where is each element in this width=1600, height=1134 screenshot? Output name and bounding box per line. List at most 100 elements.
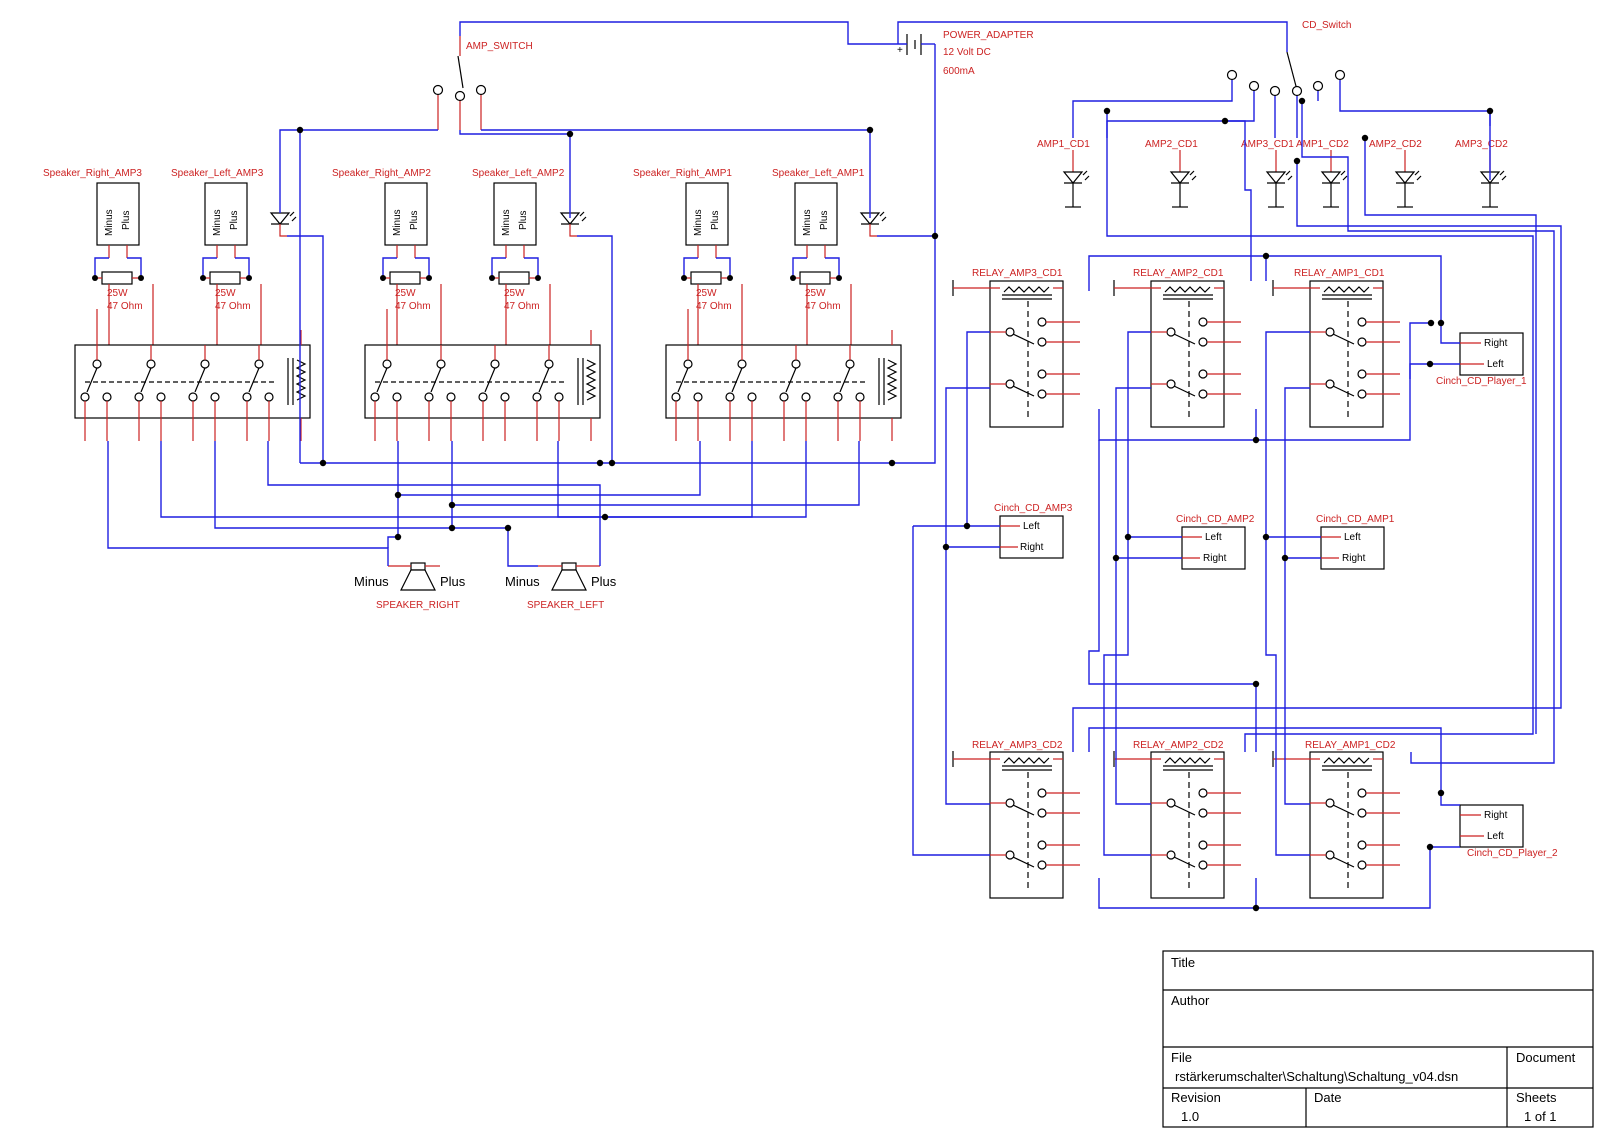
amp-switch-label: AMP_SWITCH xyxy=(466,41,533,52)
terminal-minus-label: Minus xyxy=(212,209,223,236)
cd-switch-label: CD_Switch xyxy=(1302,20,1351,31)
speaker-left-amp1-label: Speaker_Left_AMP1 xyxy=(772,168,865,179)
junction-dot xyxy=(1298,97,1306,105)
resistor-value-label: 47 Ohm xyxy=(395,301,431,312)
relay-labels: RELAY_AMP3_CD1 RELAY_AMP2_CD1 RELAY_AMP1… xyxy=(972,268,1396,751)
cinch-player2-label: Cinch_CD_Player_2 xyxy=(1467,848,1558,859)
junction-dot xyxy=(319,459,327,467)
resistor-value-label: 47 Ohm xyxy=(696,301,732,312)
cinch-amp2-left: Left xyxy=(1205,532,1222,543)
cinch-cd-amp3: Cinch_CD_AMP3 Left Right xyxy=(994,503,1073,559)
speaker-left-amp2-label: Speaker_Left_AMP2 xyxy=(472,168,565,179)
file-label: File xyxy=(1171,1050,1192,1065)
resistor-value-label: 47 Ohm xyxy=(215,301,251,312)
relay-amp2-cd2 xyxy=(1113,751,1241,899)
amp-speaker-blocks: Minus Plus 25W 47 Ohm Minus Plus 25W 47 Ohm Minu… xyxy=(74,182,902,441)
resistor-power-label: 25W xyxy=(696,288,717,299)
amp3-cd2-label: AMP3_CD2 xyxy=(1455,139,1508,150)
junction-dot xyxy=(1426,843,1434,851)
junction-dot xyxy=(1252,680,1260,688)
relay-amp3-cd1 xyxy=(952,280,1080,428)
speaker-right-amp3-label: Speaker_Right_AMP3 xyxy=(43,168,142,179)
resistor-power-label: 25W xyxy=(107,288,128,299)
amp-relay-board-amp2 xyxy=(364,309,601,441)
terminal-plus-label: Plus xyxy=(229,211,240,230)
cd-led-3 xyxy=(1265,150,1293,208)
cd-led-2 xyxy=(1169,150,1197,208)
cd-switch: CD_Switch xyxy=(1226,20,1351,97)
junction-dot xyxy=(931,232,939,240)
cinch-amp1-left: Left xyxy=(1344,532,1361,543)
speaker-right-label: SPEAKER_RIGHT xyxy=(376,600,460,611)
terminal-minus-label: Minus xyxy=(392,209,403,236)
svg-text:+: + xyxy=(897,45,903,56)
junction-dot xyxy=(1426,360,1434,368)
resistor-value-label: 47 Ohm xyxy=(107,301,143,312)
amp-led-amp2 xyxy=(559,211,587,237)
speaker-right-amp1-label: Speaker_Right_AMP1 xyxy=(633,168,732,179)
cinch-amp3-right: Right xyxy=(1020,542,1044,553)
amp1-cd2-label: AMP1_CD2 xyxy=(1296,139,1349,150)
resistor-power-label: 25W xyxy=(805,288,826,299)
relay-amp2-cd1 xyxy=(1113,280,1241,428)
speaker-right-amp2-label: Speaker_Right_AMP2 xyxy=(332,168,431,179)
junction-dot xyxy=(566,130,574,138)
speaker-left-amp3-label: Speaker_Left_AMP3 xyxy=(171,168,264,179)
cinch-amp2-right: Right xyxy=(1203,553,1227,564)
terminal-plus-label: Plus xyxy=(518,211,529,230)
cinch-player2-left: Left xyxy=(1487,831,1504,842)
cinch-amp3-left: Left xyxy=(1023,521,1040,532)
speaker-right-plus: Plus xyxy=(440,574,466,589)
cinch-player1-left: Left xyxy=(1487,359,1504,370)
cinch-cd-amp1: Cinch_CD_AMP1 Left Right xyxy=(1316,514,1395,570)
junction-dot xyxy=(1486,107,1494,115)
power-current-label: 600mA xyxy=(943,66,975,77)
resistor-value-label: 47 Ohm xyxy=(805,301,841,312)
title-block: Title Author File rstärkerumschalter\Sch… xyxy=(1162,950,1594,1128)
terminal-minus-label: Minus xyxy=(693,209,704,236)
speaker-right-minus: Minus xyxy=(354,574,389,589)
junction-dot xyxy=(1252,904,1260,912)
terminal-plus-label: Plus xyxy=(819,211,830,230)
junction-dot xyxy=(1262,252,1270,260)
junction-dot xyxy=(608,459,616,467)
cinch-cd-player-2: Right Left Cinch_CD_Player_2 xyxy=(1459,804,1558,859)
power-voltage-label: 12 Volt DC xyxy=(943,47,991,58)
junction-dot xyxy=(1437,789,1445,797)
relay-amp3-cd2-label: RELAY_AMP3_CD2 xyxy=(972,740,1063,751)
junction-dot xyxy=(1124,533,1132,541)
relay-amp2-cd1-label: RELAY_AMP2_CD1 xyxy=(1133,268,1224,279)
junction-dot xyxy=(942,543,950,551)
cinch-amp1-label: Cinch_CD_AMP1 xyxy=(1316,514,1395,525)
cinch-amp3-label: Cinch_CD_AMP3 xyxy=(994,503,1073,514)
cinch-amp2-label: Cinch_CD_AMP2 xyxy=(1176,514,1255,525)
resistor-power-label: 25W xyxy=(504,288,525,299)
resistor-value-label: 47 Ohm xyxy=(504,301,540,312)
cinch-amp1-right: Right xyxy=(1342,553,1366,564)
junction-dot xyxy=(1437,319,1445,327)
speaker-left: Minus Plus SPEAKER_LEFT xyxy=(505,562,617,611)
relays xyxy=(952,280,1400,899)
sheets-value: 1 of 1 xyxy=(1524,1109,1557,1124)
junction-dot xyxy=(394,491,402,499)
cinch-player1-label: Cinch_CD_Player_1 xyxy=(1436,376,1527,387)
amp2-cd2-label: AMP2_CD2 xyxy=(1369,139,1422,150)
amp-relay-board-amp3 xyxy=(74,309,311,441)
file-value: rstärkerumschalter\Schaltung\Schaltung_v… xyxy=(1175,1069,1458,1084)
junction-dot xyxy=(1103,107,1111,115)
amp2-cd1-label: AMP2_CD1 xyxy=(1145,139,1198,150)
junction-dot xyxy=(601,513,609,521)
terminal-minus-label: Minus xyxy=(104,209,115,236)
junction-dot xyxy=(448,524,456,532)
date-label: Date xyxy=(1314,1090,1341,1105)
cd-indicator-leds xyxy=(1062,150,1507,208)
junction-dot xyxy=(394,533,402,541)
power-adapter-label: POWER_ADAPTER xyxy=(943,30,1034,41)
sheets-label: Sheets xyxy=(1516,1090,1557,1105)
amp-relay-board-amp1 xyxy=(665,309,902,441)
junction-dot xyxy=(1221,117,1229,125)
